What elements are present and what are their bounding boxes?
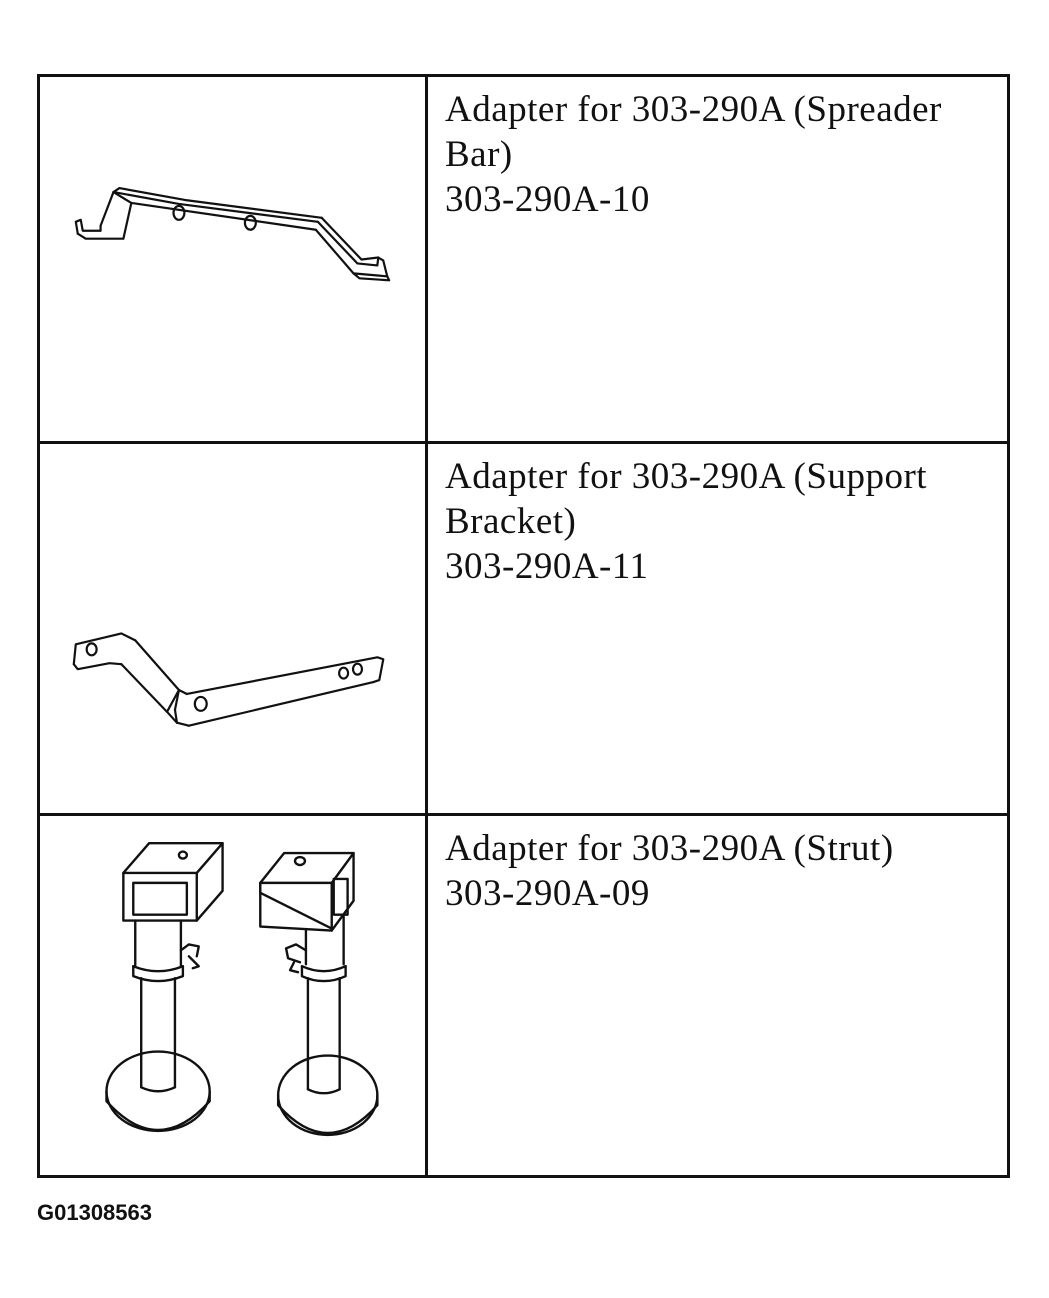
tool-description-cell: Adapter for 303-290A (Strut) 303-290A-09 (445, 826, 997, 916)
special-tools-table: Adapter for 303-290A (Spreader Bar) 303-… (37, 74, 1010, 1178)
tool-description: Adapter for 303-290A (Spreader Bar) (445, 89, 942, 175)
table-row-support-bracket: Adapter for 303-290A (Support Bracket) 3… (40, 444, 1007, 816)
illustration-cell (40, 77, 428, 441)
part-number: 303-290A-10 (445, 179, 650, 220)
illustration-cell (40, 816, 428, 1175)
tool-description-cell: Adapter for 303-290A (Spreader Bar) 303-… (445, 87, 997, 222)
tool-description: Adapter for 303-290A (Strut) (445, 828, 894, 869)
tool-description-cell: Adapter for 303-290A (Support Bracket) 3… (445, 454, 997, 589)
strut-right (259, 851, 379, 1137)
strut-pair-icon (105, 841, 379, 1137)
part-number: 303-290A-09 (445, 873, 650, 914)
illustration-cell (40, 444, 428, 813)
part-number: 303-290A-11 (445, 546, 649, 587)
tool-description: Adapter for 303-290A (Support Bracket) (445, 456, 928, 542)
table-row-strut: Adapter for 303-290A (Strut) 303-290A-09 (40, 816, 1007, 1175)
spreader-bar-icon (74, 186, 391, 282)
support-bracket-icon (72, 632, 385, 727)
figure-id: G01308563 (37, 1200, 152, 1225)
table-row-spreader-bar: Adapter for 303-290A (Spreader Bar) 303-… (40, 77, 1007, 444)
strut-left (105, 841, 224, 1133)
